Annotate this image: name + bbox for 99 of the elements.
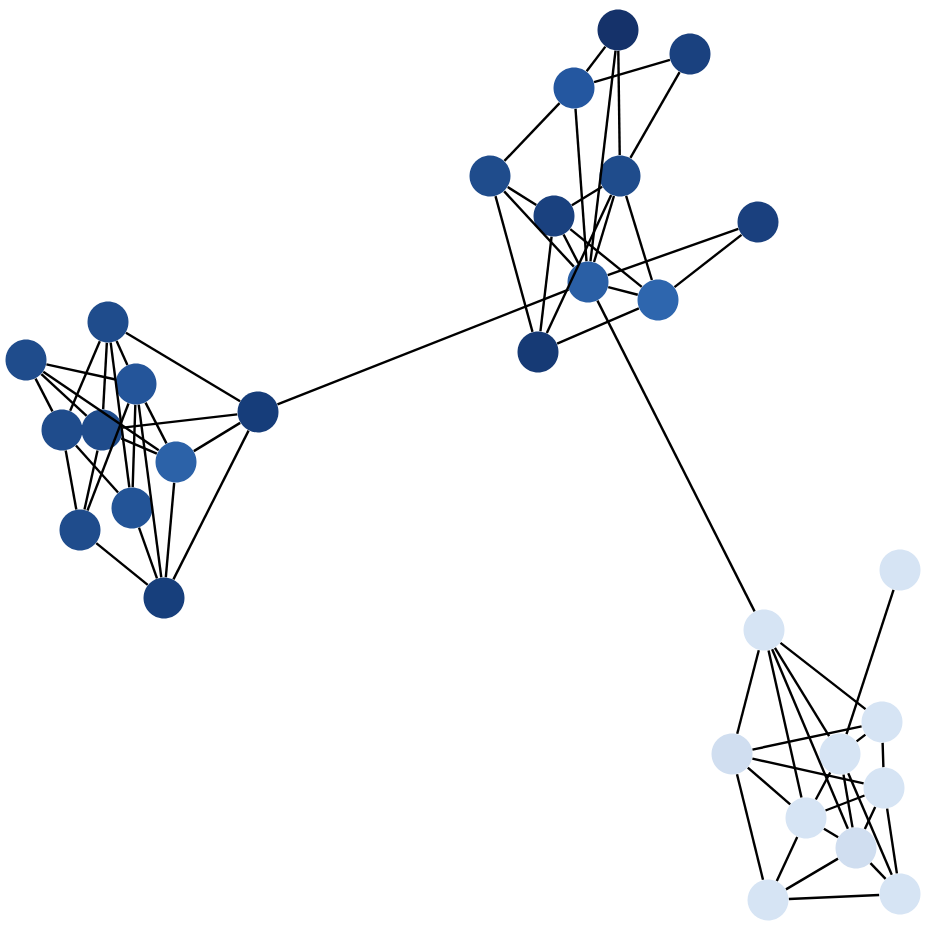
edge-line [539, 236, 553, 332]
edge-line [95, 542, 149, 586]
network-node [41, 409, 83, 451]
edge-line [125, 331, 241, 403]
edge-line [75, 444, 119, 494]
edge-line [788, 893, 880, 901]
edge-line [625, 195, 654, 281]
edge-line [556, 307, 640, 345]
edge-line [120, 437, 158, 455]
network-node [785, 797, 827, 839]
edge-line [503, 190, 575, 268]
network-node [835, 827, 877, 869]
edge-line [64, 450, 78, 510]
network-node [669, 33, 711, 75]
edge-line [842, 774, 854, 828]
edge-line [164, 482, 176, 578]
edge-line [571, 185, 603, 207]
network-node [553, 67, 595, 109]
edge-line [122, 413, 238, 429]
network-node [599, 155, 641, 197]
network-node [111, 487, 153, 529]
network-node [819, 733, 861, 775]
edge-line [137, 404, 163, 578]
edge-line [629, 71, 681, 159]
edge-line [277, 288, 569, 406]
edge-line [131, 404, 137, 488]
edge-line [773, 647, 831, 737]
edge-line [503, 102, 561, 162]
edge-line [585, 45, 607, 73]
edge-line [881, 742, 885, 768]
network-node [861, 701, 903, 743]
network-node [737, 201, 779, 243]
edge-line [771, 648, 849, 830]
edge-line [69, 340, 101, 412]
edge-line [607, 227, 739, 277]
edge-line [115, 340, 129, 366]
network-node [155, 441, 197, 483]
network-node [747, 879, 789, 921]
edge-line [40, 373, 88, 417]
network-node [143, 577, 185, 619]
edge-line [775, 836, 799, 882]
edge-line [83, 450, 99, 510]
edge-line [607, 286, 639, 296]
edge-line [673, 233, 743, 289]
edge-line [589, 50, 617, 262]
edge-line [814, 771, 832, 801]
edge-line [574, 108, 588, 262]
edge-line [847, 772, 893, 876]
edge-line [752, 757, 864, 785]
network-node [469, 155, 511, 197]
network-node [863, 767, 905, 809]
network-node [87, 301, 129, 343]
network-node [517, 331, 559, 373]
network-node [237, 391, 279, 433]
edge-line [735, 774, 765, 880]
network-node [597, 9, 639, 51]
edge-line [617, 50, 621, 156]
network-node [743, 609, 785, 651]
edge-line [86, 403, 130, 511]
network-node [637, 279, 679, 321]
network-node [81, 409, 123, 451]
edge-line [825, 794, 865, 812]
edge-line [592, 195, 616, 263]
edge-line [823, 827, 839, 839]
network-node [5, 339, 47, 381]
network-node [879, 873, 921, 915]
edge-line [172, 430, 250, 580]
edge-line [109, 342, 131, 488]
edge-line [34, 378, 54, 412]
edge-line [101, 342, 109, 410]
edge-line [569, 228, 643, 288]
network-node [567, 261, 609, 303]
edge-line [869, 862, 887, 880]
edge-line [193, 421, 241, 453]
edge-line [747, 766, 791, 806]
edge-line [885, 808, 899, 874]
edge-line [144, 402, 168, 444]
edge-line [779, 641, 867, 711]
edge-line [596, 300, 756, 612]
edge-line [562, 234, 580, 264]
edge-line [767, 650, 803, 798]
network-node [879, 549, 921, 591]
edge-line [46, 363, 116, 381]
edge-line [863, 806, 877, 830]
edge-line [42, 370, 160, 452]
edge-line [494, 195, 534, 333]
edge-line [785, 857, 839, 891]
edge-line [855, 733, 867, 743]
edge-line [845, 589, 895, 735]
network-node [533, 195, 575, 237]
edge-line [752, 725, 862, 751]
network-node [115, 363, 157, 405]
network-node [59, 509, 101, 551]
edge-line [137, 527, 159, 579]
network-node [711, 733, 753, 775]
edge-line [736, 649, 760, 735]
edge-line [545, 194, 613, 334]
edge-line [507, 186, 537, 206]
edge-line [593, 58, 671, 84]
